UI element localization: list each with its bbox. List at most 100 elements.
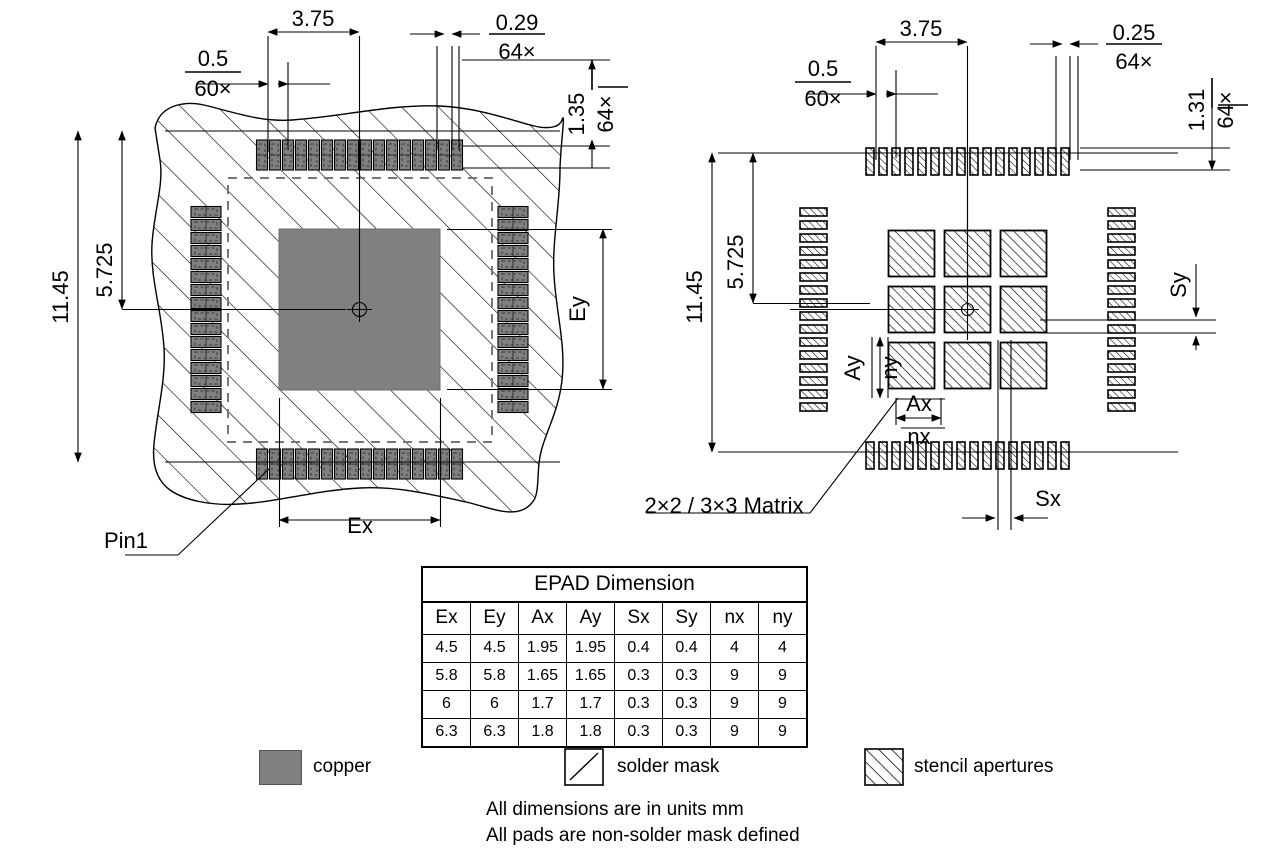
copper-pad — [497, 335, 529, 349]
label-pitch-05-left: 0.5 — [198, 46, 229, 71]
table-cell: 1.7 — [518, 690, 567, 719]
stencil-aperture — [1107, 298, 1136, 308]
stencil-aperture — [1107, 246, 1136, 256]
copper-pad — [190, 218, 222, 232]
label-aperture-length: 1.31 — [1184, 89, 1209, 132]
copper-pad — [346, 139, 360, 171]
stencil-aperture — [1107, 337, 1136, 347]
table-title: EPAD Dimension — [421, 566, 808, 603]
stencil-aperture — [1021, 441, 1031, 470]
epad-aperture — [887, 229, 936, 278]
stencil-aperture — [969, 147, 979, 176]
stencil-aperture — [904, 147, 914, 176]
table-cell: 9 — [758, 718, 808, 748]
copper-pad — [294, 448, 308, 480]
table-cell: 5.8 — [421, 662, 471, 691]
drawing-notes: All dimensions are in units mm All pads … — [486, 797, 800, 849]
stencil-aperture — [1047, 441, 1057, 470]
stencil-aperture — [1060, 147, 1070, 176]
stencil-aperture — [982, 441, 992, 470]
copper-pad — [190, 244, 222, 258]
stencil-aperture — [969, 441, 979, 470]
copper-pad — [255, 448, 269, 480]
copper-pad — [359, 139, 373, 171]
label-pad-length-count-left: 64× — [593, 95, 618, 132]
stencil-aperture — [865, 441, 875, 470]
epad-aperture — [999, 229, 1048, 278]
copper-pad — [497, 231, 529, 245]
table-cell: 9 — [758, 690, 808, 719]
table-col-sx: Sx — [614, 601, 663, 635]
table-cell: 1.8 — [518, 718, 567, 748]
copper-pad — [190, 283, 222, 297]
copper-pad — [190, 309, 222, 323]
stencil-aperture — [799, 246, 828, 256]
table-cell: 1.65 — [518, 662, 567, 691]
copper-pad — [497, 218, 529, 232]
stencil-aperture — [1107, 350, 1136, 360]
table-cell: 0.3 — [662, 662, 711, 691]
stencil-aperture — [982, 147, 992, 176]
stencil-aperture — [1107, 220, 1136, 230]
stencil-aperture — [799, 389, 828, 399]
stencil-aperture — [1107, 324, 1136, 334]
stencil-aperture — [1107, 259, 1136, 269]
table-cell: 4.5 — [470, 634, 519, 663]
copper-pad — [190, 387, 222, 401]
copper-pad — [497, 283, 529, 297]
stencil-aperture — [1008, 147, 1018, 176]
table-cell: 0.3 — [662, 690, 711, 719]
copper-pad — [450, 139, 464, 171]
note-units: All dimensions are in units mm — [486, 799, 744, 820]
table-cell: 6.3 — [470, 718, 519, 748]
stencil-aperture — [799, 207, 828, 217]
stencil-aperture — [1107, 389, 1136, 399]
stencil-aperture-group — [799, 147, 1136, 470]
stencil-aperture — [799, 285, 828, 295]
copper-pad — [268, 448, 282, 480]
copper-pad — [437, 139, 451, 171]
label-pad-width-left: 0.29 — [496, 10, 539, 35]
copper-pad — [190, 231, 222, 245]
label-overall-1145-right: 11.45 — [682, 270, 707, 323]
label-sx: Sx — [1035, 486, 1061, 511]
table-cell: 4 — [758, 634, 808, 663]
copper-pad — [320, 139, 334, 171]
label-aperture-width-count: 64× — [1115, 49, 1152, 74]
label-overall-1145-left: 11.45 — [48, 270, 73, 323]
copper-pad — [255, 139, 269, 171]
stencil-aperture — [956, 441, 966, 470]
label-pitch-05-right: 0.5 — [808, 56, 839, 81]
stencil-aperture — [1034, 441, 1044, 470]
stencil-aperture — [1107, 233, 1136, 243]
table-cell: 1.7 — [566, 690, 615, 719]
table-cell: 0.3 — [662, 718, 711, 748]
table-cell: 1.95 — [518, 634, 567, 663]
stencil-aperture — [943, 147, 953, 176]
stencil-aperture — [917, 441, 927, 470]
stencil-aperture — [930, 441, 940, 470]
copper-pad — [372, 139, 386, 171]
copper-pad — [294, 139, 308, 171]
copper-pad — [281, 448, 295, 480]
copper-pad — [333, 448, 347, 480]
copper-pad — [497, 374, 529, 388]
epad-aperture — [999, 341, 1048, 390]
stencil-aperture — [995, 147, 1005, 176]
left-dimensions — [74, 28, 612, 556]
label-sy: Sy — [1166, 272, 1191, 298]
stencil-aperture — [1047, 147, 1057, 176]
stencil-aperture — [799, 311, 828, 321]
copper-pad — [497, 244, 529, 258]
copper-pad — [497, 348, 529, 362]
copper-pad — [320, 448, 334, 480]
stencil-aperture — [1107, 272, 1136, 282]
label-ex: Ex — [347, 513, 373, 538]
copper-pad — [190, 335, 222, 349]
